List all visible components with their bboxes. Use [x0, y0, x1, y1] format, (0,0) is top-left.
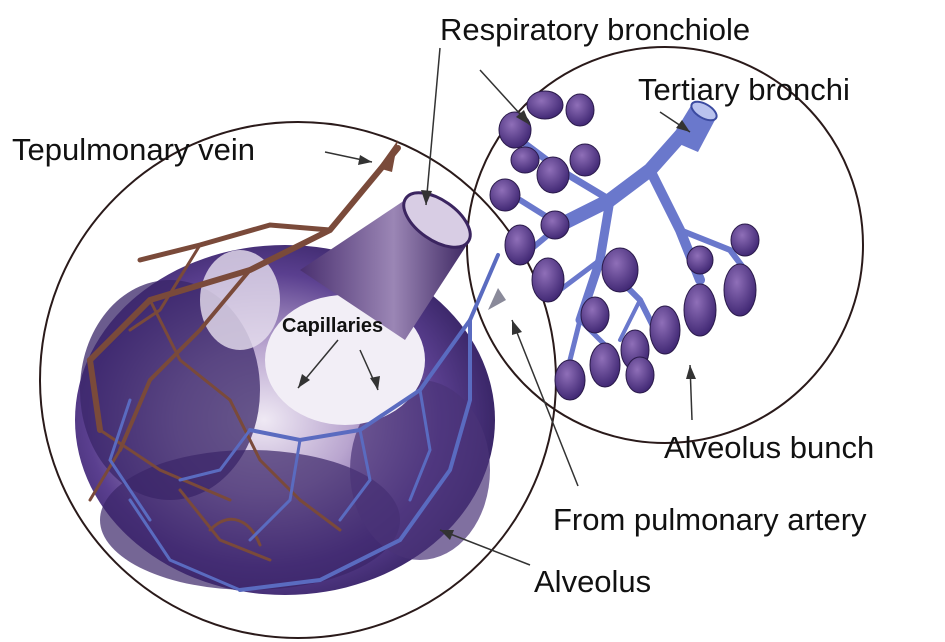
- artery-flow-arrow: [488, 288, 506, 310]
- label-alveolus: Alveolus: [534, 566, 651, 597]
- vein-flow-arrow: [378, 140, 398, 172]
- label-respiratory-bronchiole: Respiratory bronchiole: [440, 14, 750, 45]
- label-capillaries: Capillaries: [282, 316, 383, 336]
- label-pulmonary-artery: From pulmonary artery: [553, 504, 867, 535]
- label-pulmonary-vein: Tepulmonary vein: [12, 134, 255, 165]
- label-alveolus-bunch: Alveolus bunch: [664, 432, 874, 463]
- label-tertiary-bronchi: Tertiary bronchi: [638, 74, 850, 105]
